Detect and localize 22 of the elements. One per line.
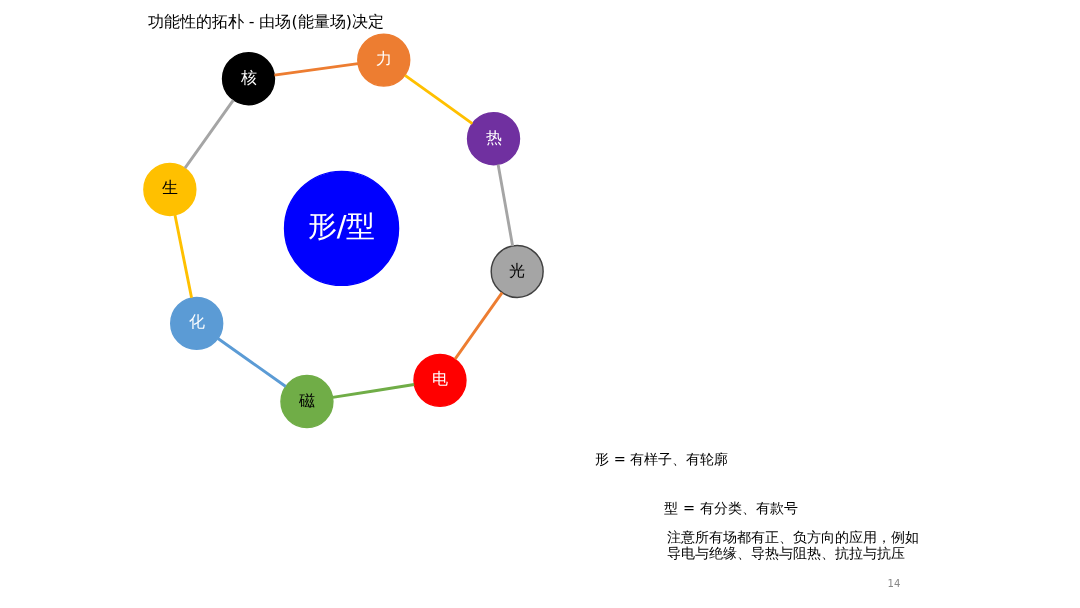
connector xyxy=(274,62,359,77)
connector xyxy=(217,337,287,388)
node-circle: 热 xyxy=(466,112,521,166)
connector xyxy=(173,214,193,299)
label: 型 = 有分类、有款号 xyxy=(664,499,798,516)
node-circle: 化 xyxy=(170,296,224,351)
diagram-title: 功能性的拓朴 - 由场(能量场)决定 xyxy=(147,11,384,31)
connector xyxy=(183,99,235,169)
connector xyxy=(332,383,415,399)
connector xyxy=(453,291,504,360)
node-circle: 力 xyxy=(357,33,411,87)
label: 14 xyxy=(887,577,901,589)
node-circle: 磁 xyxy=(280,374,334,429)
label: 形 = 有样子、有轮廓 xyxy=(595,450,729,467)
connector xyxy=(496,164,515,247)
connector xyxy=(404,74,474,125)
node-circle: 核 xyxy=(221,52,276,106)
label: 注意所有场都有正、负方向的应用，例如导电与绝缘、导热与阻热、抗拉与抗压 xyxy=(667,529,920,561)
node-circle: 光 xyxy=(490,244,544,299)
node-circle: 形/型 xyxy=(283,170,400,287)
node-circle: 生 xyxy=(143,162,197,217)
node-circle: 电 xyxy=(413,353,467,408)
